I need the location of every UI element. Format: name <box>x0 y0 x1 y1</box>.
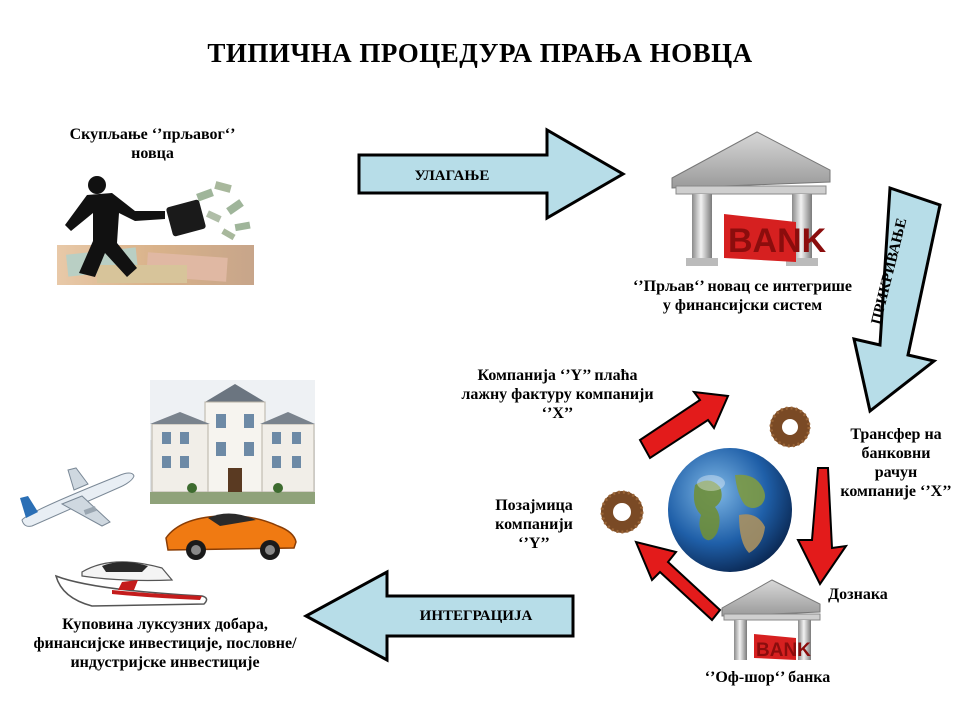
offshore-bank-image: BANK <box>716 578 824 664</box>
red-arrow-loan <box>636 542 720 620</box>
mansion-image <box>150 380 315 504</box>
airplane-image <box>18 462 136 534</box>
integration-arrow-label: ИНТЕГРАЦИЈА <box>380 607 572 626</box>
yacht-image <box>52 546 212 612</box>
red-arrow-transfer <box>798 468 846 584</box>
luxury-purchase-label: Куповина луксузних добара, финансијске и… <box>30 615 300 672</box>
red-arrow-to-company-x <box>640 392 728 458</box>
offshore-bank-sign-text: BANK <box>756 640 811 661</box>
